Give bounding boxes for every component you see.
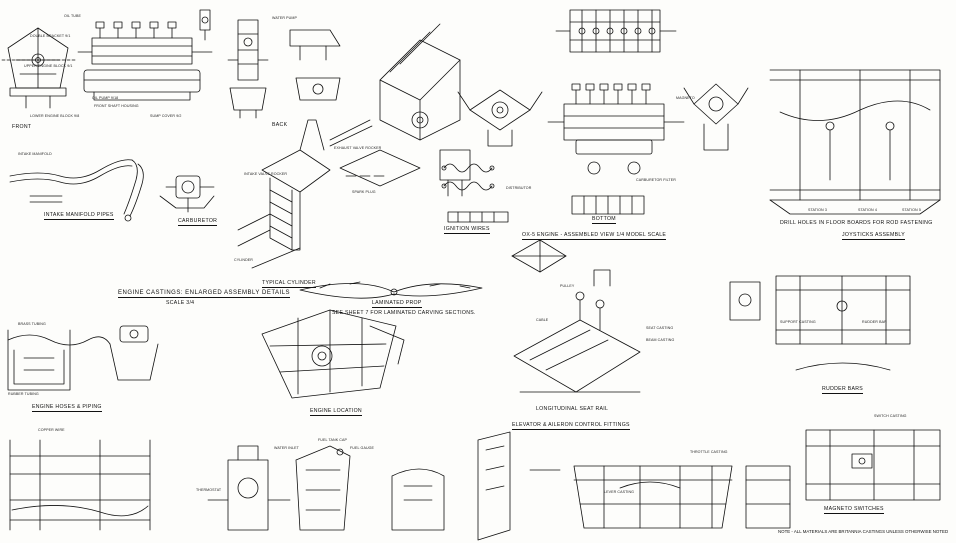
intake-manifold-pipes (9, 159, 144, 222)
caption-carburetor: Carburetor (178, 218, 218, 226)
caption-elevator-aileron: Elevator & Aileron Control Fittings (512, 422, 630, 430)
label-double-bracket: Double Bracket 9/1 (30, 34, 71, 38)
label-distributor: Distributor (506, 186, 532, 190)
label-switch-casting: Switch Casting (874, 414, 907, 418)
label-fuel-gauge: Fuel Gauge (350, 446, 375, 450)
caption-typical-cylinder: Typical Cylinder (262, 280, 316, 288)
ox5-engine-front-view (457, 89, 543, 147)
caption-prop-note: See Sheet 7 for Laminated Carving Sectio… (332, 310, 476, 316)
label-oil-pump: Oil Pump 9/18 (92, 96, 119, 100)
engine-block-front-view (1, 27, 77, 109)
elevator-aileron-fittings-view (511, 239, 641, 393)
label-lower-engine-block: Lower Engine Block 9/8 (30, 114, 80, 118)
caption-intake-manifold-pipes: Intake Manifold Pipes (44, 212, 114, 220)
engine-block-back-view (227, 19, 341, 119)
label-exhaust-valve-rocker: Exhaust Valve Rocker (334, 146, 382, 150)
materials-note: Note - All materials are Britannia casti… (778, 529, 949, 534)
caption-rudder-bars: Rudder Bars (822, 386, 864, 394)
magneto-switches-view (805, 429, 941, 501)
label-copper-wire: Copper Wire (38, 428, 65, 432)
rudder-bars-view (729, 275, 911, 371)
caption-engine-assembled: OX-5 Engine - Assembled View 1/4 Model S… (522, 232, 667, 240)
rudder-rail-bottom-right-view (745, 465, 791, 529)
caption-front: Front (12, 124, 32, 130)
label-intake-manifold: Intake Manifold (18, 152, 52, 156)
ox5-engine-bottom-view (571, 195, 645, 215)
label-carburetor-filter: Carburetor Filter (636, 178, 676, 182)
label-station-4: Station 4 (858, 208, 877, 212)
drill-holes-rod-view (477, 431, 561, 541)
label-fuel-tank-cap: Fuel Tank Cap (318, 438, 347, 442)
label-upper-engine-block: Upper Engine Block 9/1 (24, 64, 73, 68)
caption-engine-castings-scale: Scale 3/4 (166, 300, 195, 306)
label-station-5: Station 5 (902, 208, 921, 212)
water-piping-view (9, 439, 151, 531)
label-lever-casting: Lever Casting (604, 490, 635, 494)
label-pulley: Pulley (560, 284, 575, 288)
label-cylinder: Cylinder (234, 258, 253, 262)
ignition-wires-view (441, 163, 509, 223)
ox5-engine-side-view (547, 83, 685, 175)
engine-block-side-view (77, 9, 213, 101)
caption-engine-location: Engine Location (310, 408, 362, 416)
label-support-casting: Support Casting (780, 320, 816, 324)
label-front-shaft-housing: Front Shaft Housing (94, 104, 139, 108)
label-oil-tube: Oil Tube (64, 14, 81, 18)
caption-back: Back (272, 122, 288, 128)
ox5-engine-top-view (555, 9, 677, 53)
label-water-inlet: Water Inlet (274, 446, 299, 450)
label-sump-cover: Sump Cover 9/2 (150, 114, 182, 118)
joysticks-assembly-view (769, 69, 941, 215)
caption-longitudinal-seat-rail: Longitudinal Seat Rail (536, 406, 609, 412)
caption-magneto-switches: Magneto Switches (824, 506, 884, 514)
caption-drill-holes-note: Drill holes in floor boards for rod fast… (780, 220, 933, 226)
caption-ignition-wires: Ignition Wires (444, 226, 490, 234)
label-brass-tubing: Brass Tubing (18, 322, 46, 326)
engine-hose-piping-view (7, 325, 159, 391)
label-cable: Cable (536, 318, 549, 322)
seat-rail-bottom-view (573, 465, 733, 529)
laminated-prop-view (299, 281, 483, 299)
caption-bottom: Bottom (592, 216, 616, 224)
label-water-pump: Water Pump (272, 16, 297, 20)
label-intake-valve-rocker: Intake Valve Rocker (244, 172, 288, 176)
caption-joysticks-assembly: Joysticks Assembly (842, 232, 905, 240)
label-beam-casting: Beam Casting (646, 338, 675, 342)
engine-location-view (261, 309, 405, 399)
engine-exploded-view (339, 23, 471, 197)
caption-engine-hose-piping: Engine Hoses & Piping (32, 404, 102, 412)
label-thermostat: Thermostat (196, 488, 222, 492)
fuel-tank-view (295, 445, 445, 531)
carburetor-view (159, 175, 215, 213)
caption-engine-castings: Engine Castings: Enlarged Assembly Detai… (118, 290, 291, 298)
label-seat-casting: Seat Casting (646, 326, 674, 330)
label-rudder-bar: Rudder Bar (862, 320, 887, 324)
label-spark-plug: Spark Plug (352, 190, 376, 194)
label-station-3: Station 3 (808, 208, 827, 212)
ox5-engine-back-view (683, 83, 749, 151)
label-magneto: Magneto (676, 96, 695, 100)
label-rubber-tubing: Rubber Tubing (8, 392, 39, 396)
caption-laminated-prop: Laminated Prop (372, 300, 422, 308)
thermostat-water-inlet-view (207, 445, 291, 531)
typical-cylinder-view (237, 119, 373, 269)
label-throttle-casting: Throttle Casting (690, 450, 728, 454)
